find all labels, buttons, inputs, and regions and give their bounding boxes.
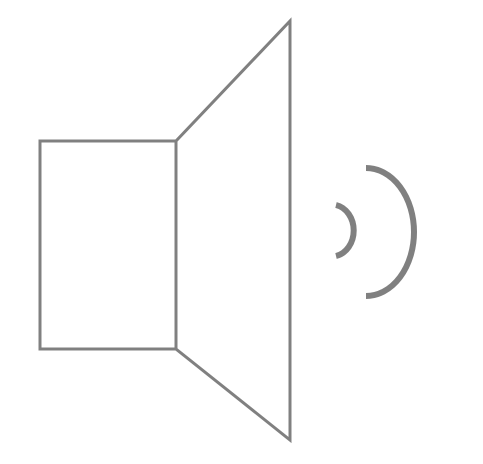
speaker-body <box>38 139 178 351</box>
large-sound-wave <box>365 165 417 299</box>
speaker-icon <box>38 17 292 444</box>
sound-waves-icon <box>335 165 417 299</box>
speaker-cone <box>174 17 292 444</box>
small-sound-wave <box>335 202 357 259</box>
